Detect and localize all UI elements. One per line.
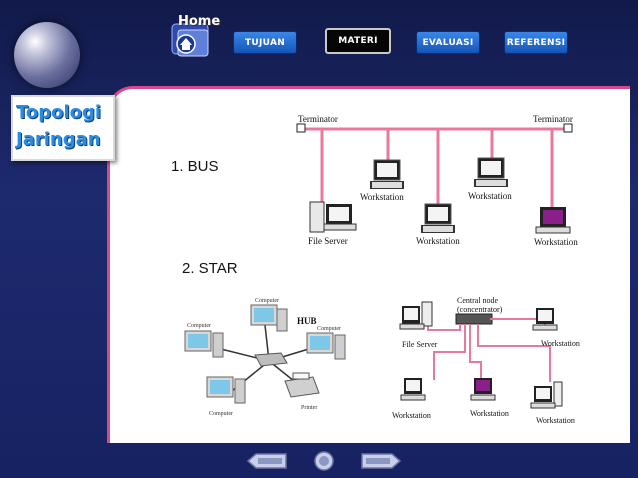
content-panel bbox=[107, 86, 630, 443]
bus-topology-diagram: Terminator Terminator Workstation Workst… bbox=[296, 114, 578, 247]
hub-label: HUB bbox=[297, 316, 317, 326]
bus-workstation2-label: Workstation bbox=[468, 191, 512, 201]
star-workstation-bm-icon bbox=[470, 378, 496, 401]
nav-materi-button[interactable]: MATERI bbox=[325, 28, 391, 54]
star-illustration: Computer Computer HUB Computer Computer … bbox=[184, 298, 346, 417]
bus-workstation3-icon bbox=[420, 203, 456, 234]
bus-workstation3-label: Workstation bbox=[416, 236, 460, 246]
page-title-box: Topologi Jaringan bbox=[11, 95, 115, 161]
bus-workstation1-label: Workstation bbox=[360, 192, 404, 202]
star-workstation-bm-label: Workstation bbox=[470, 409, 509, 418]
star-computer-top-label: Computer bbox=[255, 298, 279, 304]
central-node-label-1: Central node bbox=[457, 296, 499, 305]
bus-heading: 1. BUS bbox=[171, 158, 219, 175]
star-computer-bottom-icon bbox=[206, 376, 246, 404]
star-computer-right-label: Computer bbox=[317, 326, 341, 332]
bus-workstation2-icon bbox=[473, 157, 509, 188]
terminator-left-label: Terminator bbox=[298, 114, 338, 124]
bus-file-server-icon bbox=[309, 201, 357, 233]
bus-file-server-label: File Server bbox=[308, 236, 348, 246]
star-computer-right-icon bbox=[306, 332, 346, 360]
bus-workstation4-icon bbox=[535, 207, 571, 234]
star-computer-left-label: Computer bbox=[187, 323, 211, 329]
printer-icon bbox=[284, 372, 320, 398]
home-icon[interactable] bbox=[168, 16, 216, 60]
star-workstation-br-label: Workstation bbox=[536, 416, 575, 425]
bus-workstation1-icon bbox=[369, 159, 405, 190]
nav-tujuan-button[interactable]: TUJUAN bbox=[233, 31, 297, 54]
star-workstation-right-icon bbox=[532, 308, 558, 331]
star-file-server-icon bbox=[399, 301, 433, 330]
star-workstation-bl-label: Workstation bbox=[392, 411, 431, 420]
page-title-line1: Topologi bbox=[16, 102, 102, 123]
central-node-label-2: (concentrator) bbox=[457, 305, 503, 314]
terminator-right-icon bbox=[563, 123, 573, 133]
star-workstation-br-icon bbox=[530, 381, 563, 409]
star-computer-bottom-label: Computer bbox=[209, 411, 233, 417]
terminator-left-icon bbox=[296, 123, 306, 133]
terminator-right-label: Terminator bbox=[533, 114, 573, 124]
next-arrow-button[interactable] bbox=[360, 452, 402, 470]
star-topology-diagram: Central node (concentrator) File Server … bbox=[392, 296, 580, 425]
page-title: Topologi Jaringan bbox=[16, 99, 101, 153]
prev-arrow-button[interactable] bbox=[246, 452, 288, 470]
home-circle-button[interactable] bbox=[313, 450, 335, 472]
star-heading: 2. STAR bbox=[182, 260, 238, 277]
star-workstation-bl-icon bbox=[400, 378, 426, 401]
decorative-sphere bbox=[14, 22, 80, 88]
home-label[interactable]: Home bbox=[178, 14, 221, 29]
bus-workstation4-label: Workstation bbox=[534, 237, 578, 247]
printer-label: Printer bbox=[301, 405, 317, 411]
star-computer-top-icon bbox=[250, 304, 288, 332]
nav-evaluasi-button[interactable]: EVALUASI bbox=[416, 31, 480, 54]
star-file-server-label: File Server bbox=[402, 340, 438, 349]
page-title-line2: Jaringan bbox=[16, 129, 101, 150]
nav-referensi-button[interactable]: REFERENSI bbox=[504, 31, 568, 54]
star-workstation-right-label: Workstation bbox=[541, 339, 580, 348]
central-node-icon bbox=[455, 313, 493, 325]
hub-icon bbox=[254, 352, 288, 367]
star-computer-left-icon bbox=[184, 330, 224, 358]
